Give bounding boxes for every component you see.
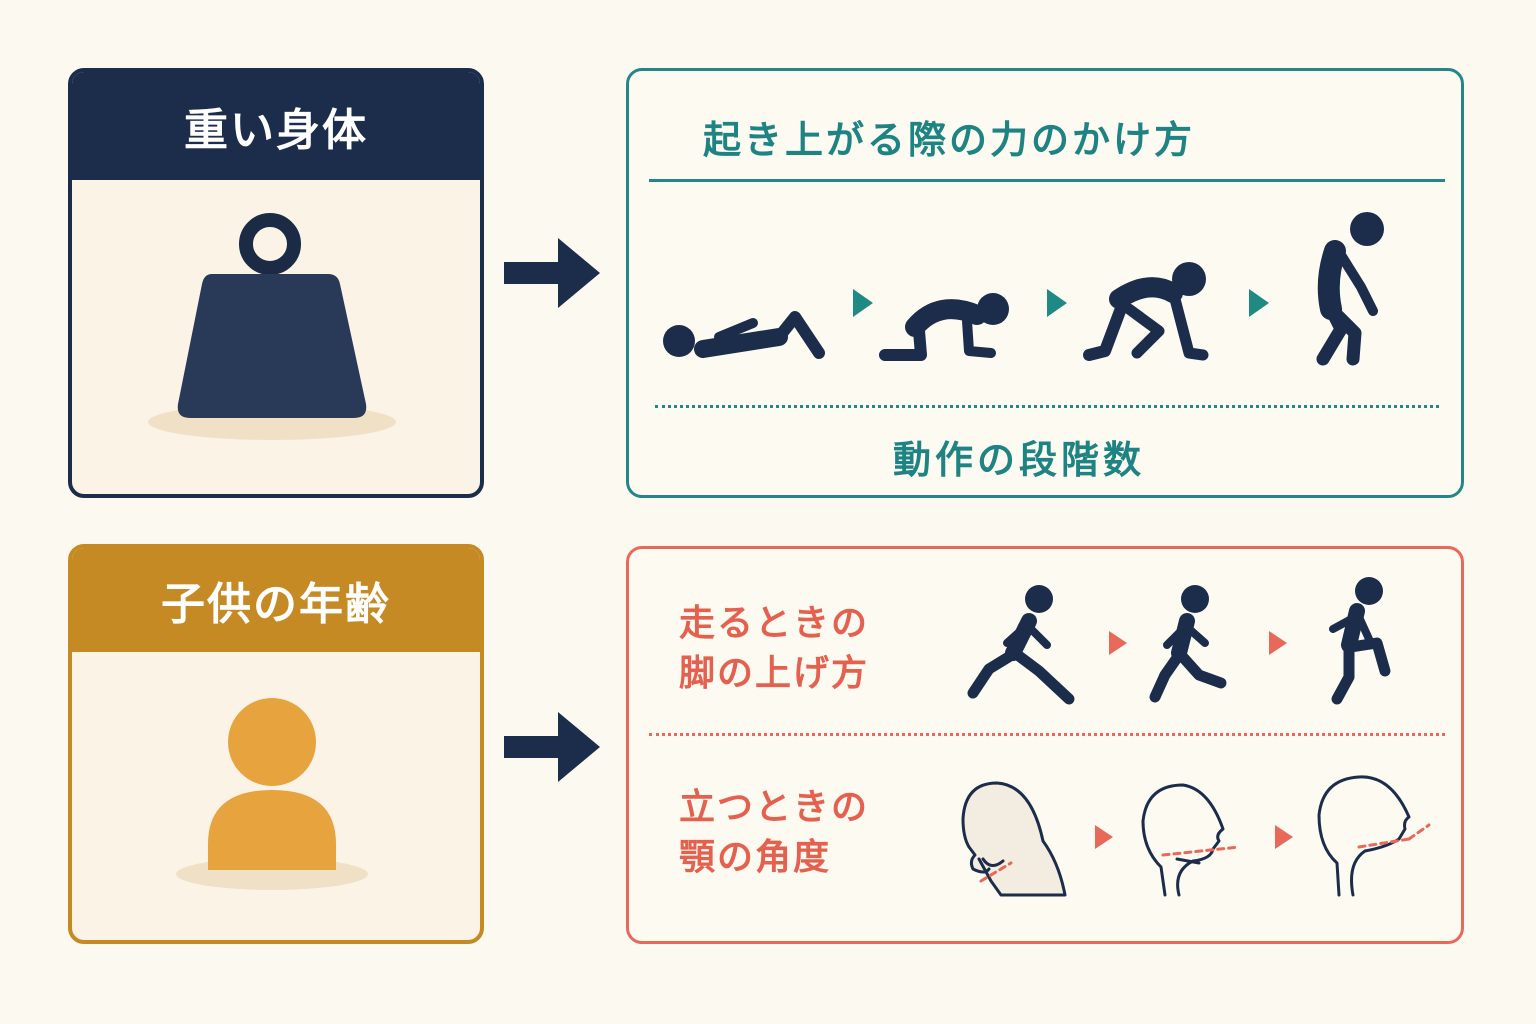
jaw-label-line2: 顎の角度 [679, 837, 832, 878]
step-arrow-icon [1269, 631, 1287, 655]
child-age-title: 子供の年齢 [72, 548, 480, 652]
child-age-card: 子供の年齢 [68, 544, 484, 944]
step-arrow-icon [853, 289, 873, 317]
rise-panel-footer: 動作の段階数 [893, 438, 1146, 482]
heavy-body-card: 重い身体 [68, 68, 484, 498]
arrow-right-icon [504, 238, 600, 308]
rise-panel: 起き上がる際の力のかけ方 [626, 68, 1464, 498]
stooped-stand-figure-icon [1316, 212, 1384, 366]
jaw-label-line1: 立つときの [679, 787, 870, 828]
leg-label-line1: 走るときの [679, 603, 870, 644]
jaw-heads-row [961, 775, 1431, 897]
person-icon [176, 698, 368, 890]
kneel-figure-icon [1083, 262, 1209, 361]
jaw-label: 立つときの 顎の角度 [679, 783, 869, 883]
run-mid-icon [1149, 585, 1227, 703]
heavy-body-title: 重い身体 [72, 72, 480, 180]
step-arrow-icon [1047, 289, 1067, 317]
head-chin-neutral-icon [1141, 783, 1241, 897]
rise-poses-row [663, 212, 1384, 366]
dotted-divider [655, 405, 1439, 408]
arrow-right-icon [504, 712, 600, 782]
step-arrow-icon [1275, 825, 1293, 849]
run-stride-icon [967, 585, 1075, 705]
run-knee-up-icon [1329, 577, 1391, 705]
head-chin-up-icon [1317, 775, 1431, 897]
step-arrow-icon [1249, 289, 1269, 317]
leg-poses-row [967, 577, 1391, 705]
leg-jaw-panel: 走るときの 脚の上げ方 [626, 546, 1464, 944]
divider [649, 179, 1445, 182]
leg-label-line2: 脚の上げ方 [679, 653, 870, 694]
rise-panel-title: 起き上がる際の力のかけ方 [703, 118, 1196, 162]
lying-figure-icon [663, 311, 825, 359]
crawl-figure-icon [879, 293, 1009, 361]
dotted-divider [649, 733, 1445, 736]
step-arrow-icon [1095, 825, 1113, 849]
weight-icon [148, 213, 396, 440]
head-chin-down-icon [961, 781, 1067, 897]
leg-label: 走るときの 脚の上げ方 [679, 599, 869, 699]
step-arrow-icon [1109, 631, 1127, 655]
